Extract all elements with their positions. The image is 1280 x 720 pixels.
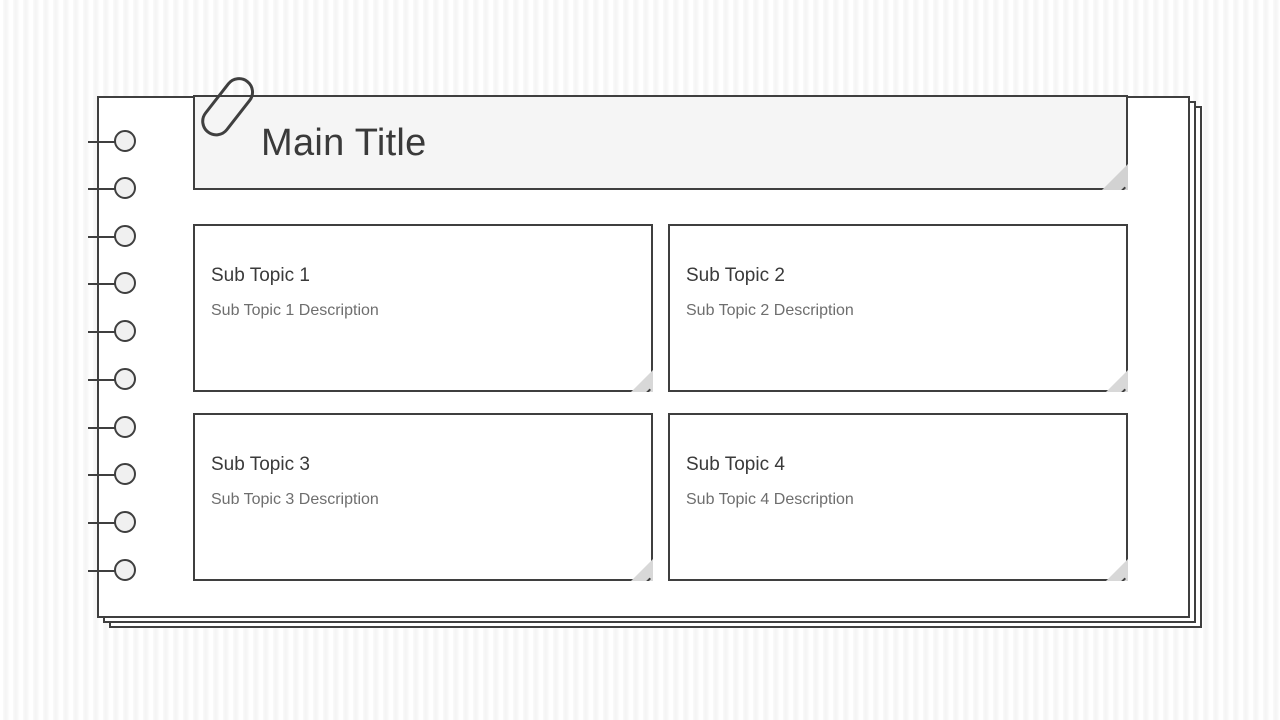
card-heading: Sub Topic 1 (211, 265, 310, 286)
card-fold-edge (1098, 551, 1128, 581)
card-fold-edge (1098, 362, 1128, 392)
card-fold-edge (623, 551, 653, 581)
title-fold-edge (1092, 154, 1128, 190)
card-description: Sub Topic 3 Description (211, 491, 379, 508)
card-description: Sub Topic 2 Description (686, 302, 854, 319)
card-description: Sub Topic 4 Description (686, 491, 854, 508)
sub-topic-card[interactable]: Sub Topic 4 Sub Topic 4 Description (668, 413, 1128, 581)
card-heading: Sub Topic 4 (686, 454, 785, 475)
card-fold-edge (623, 362, 653, 392)
card-heading: Sub Topic 3 (211, 454, 310, 475)
sub-topic-card[interactable]: Sub Topic 3 Sub Topic 3 Description (193, 413, 653, 581)
title-bar[interactable]: Main Title (193, 95, 1128, 190)
card-description: Sub Topic 1 Description (211, 302, 379, 319)
sub-topic-card[interactable]: Sub Topic 1 Sub Topic 1 Description (193, 224, 653, 392)
sub-topic-card[interactable]: Sub Topic 2 Sub Topic 2 Description (668, 224, 1128, 392)
paperclip-icon (201, 77, 255, 137)
page-title: Main Title (261, 121, 427, 164)
card-heading: Sub Topic 2 (686, 265, 785, 286)
